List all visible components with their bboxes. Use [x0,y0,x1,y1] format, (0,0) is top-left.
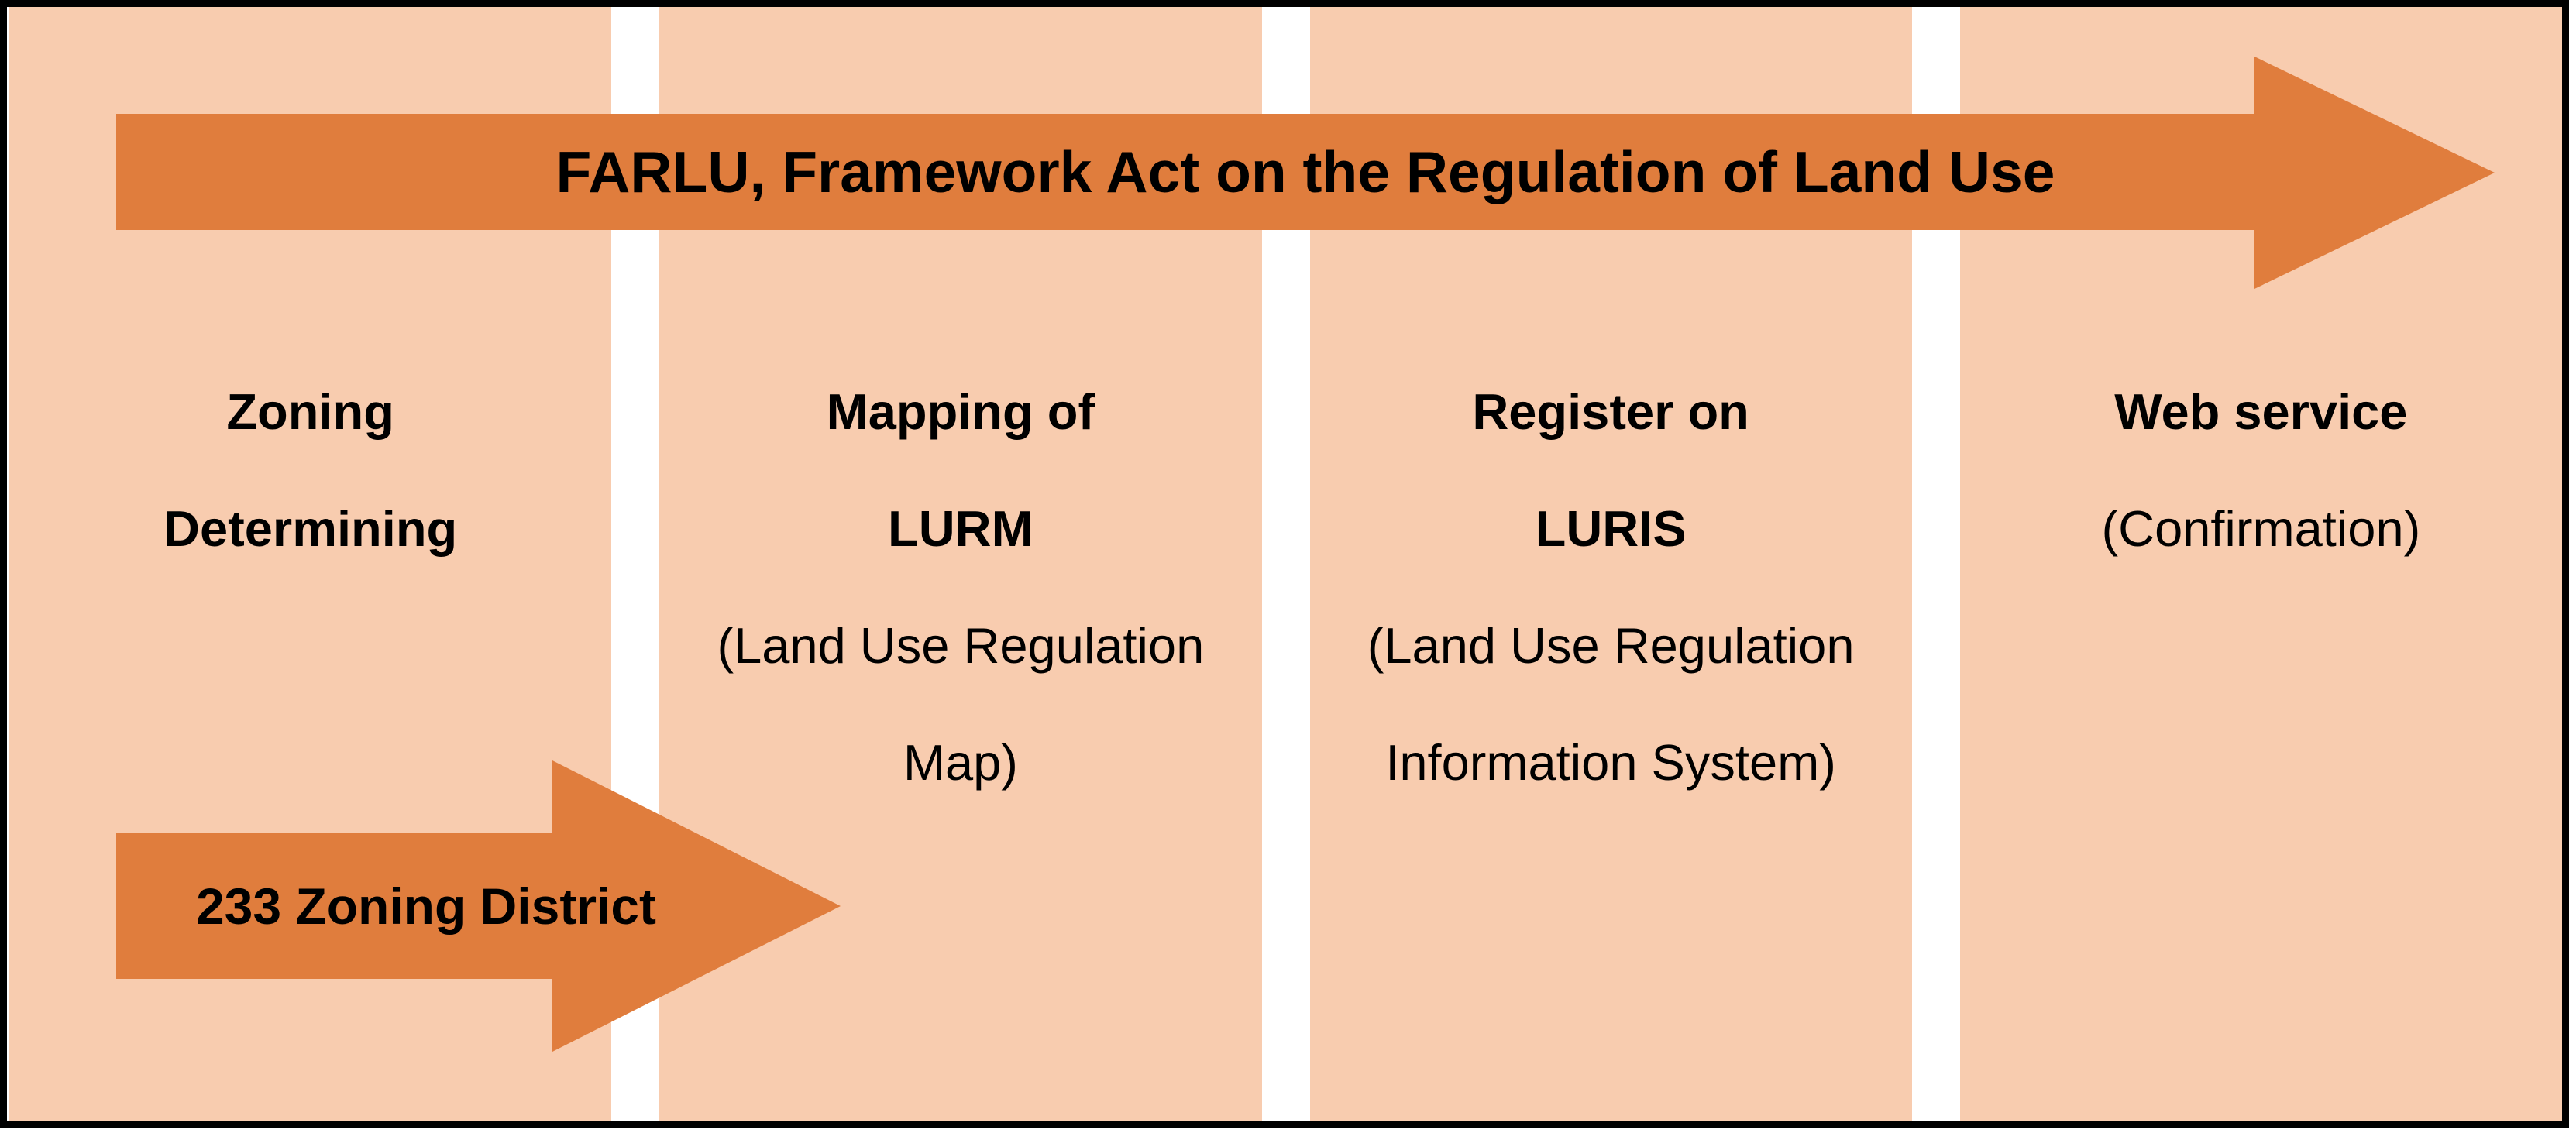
column-register-luris-text: Register on LURIS (Land Use Regulation I… [1310,7,1912,821]
column-title-line: LURM [888,500,1033,557]
column-zoning-determining-text: Zoning Determining [9,7,611,587]
farlu-banner-arrow: FARLU, Framework Act on the Regulation o… [116,57,2495,289]
column-subtitle-line: (Land Use Regulation [1367,617,1855,674]
zoning-district-arrow: 233 Zoning District [116,760,841,1052]
column-mapping-lurm-text: Mapping of LURM (Land Use Regulation Map… [659,7,1261,821]
column-title-line: Determining [163,500,458,557]
column-title-line: Web service [2114,383,2408,440]
farlu-arrow-label: FARLU, Framework Act on the Regulation o… [555,139,2055,204]
column-title-line: Mapping of [826,383,1095,440]
zoning-district-arrow-head-icon [552,760,841,1052]
column-title-line: LURIS [1535,500,1687,557]
column-subtitle-line: (Land Use Regulation [717,617,1205,674]
column-subtitle-line: Information System) [1385,734,1836,791]
column-subtitle-line: (Confirmation) [2101,500,2421,557]
zoning-district-arrow-body [116,833,552,979]
column-web-service-text: Web service (Confirmation) [1960,7,2562,587]
column-title-line: Register on [1472,383,1749,440]
farlu-arrow-head-icon [2254,57,2495,289]
column-title-line: Zoning [226,383,394,440]
zoning-district-arrow-label: 233 Zoning District [195,877,657,935]
farlu-arrow-body [116,114,2254,230]
column-subtitle-line: Map) [903,734,1018,791]
